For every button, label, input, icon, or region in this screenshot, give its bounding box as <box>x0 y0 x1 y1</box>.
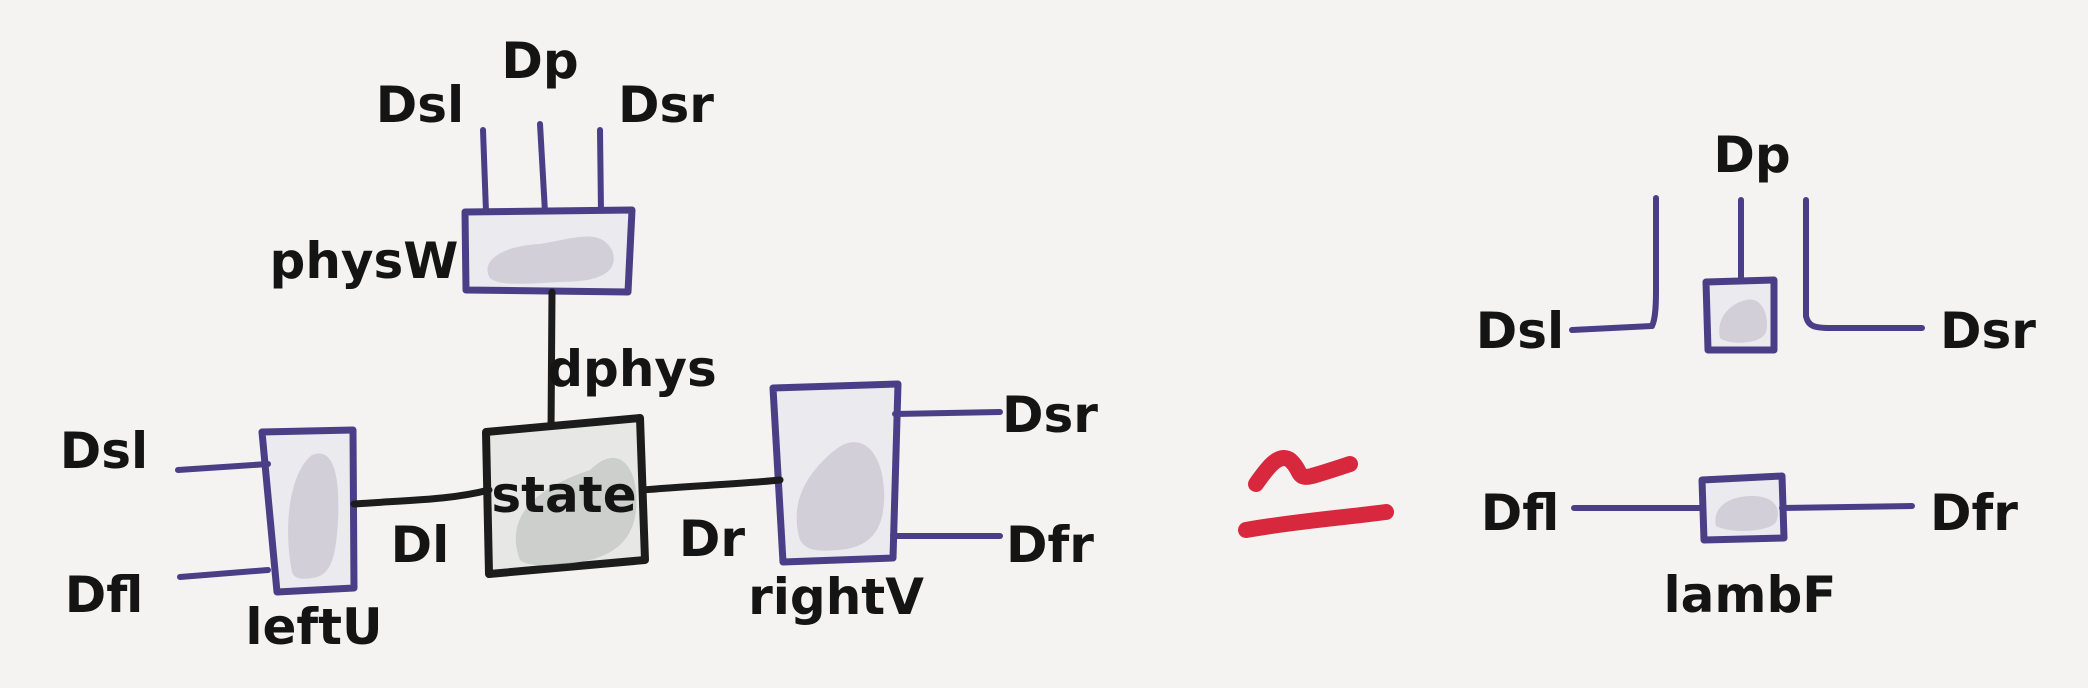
rhs-label-dfl: Dfl <box>1481 484 1560 542</box>
physW-port-label-dp: Dp <box>501 32 578 90</box>
leftU-box <box>258 426 358 596</box>
rhs-wire-dsl <box>1569 195 1659 333</box>
leftU-port-wire-dfl <box>177 567 271 580</box>
lambF-label: lambF <box>1664 566 1837 624</box>
rhs-label-dsr: Dsr <box>1940 302 2036 360</box>
rhs-wire-dfr <box>1779 503 1915 511</box>
leftU-port-label-dsl: Dsl <box>60 422 148 480</box>
wire-dr <box>638 476 784 494</box>
wire-label-dl: Dl <box>391 516 450 574</box>
wire-dl <box>350 486 493 508</box>
rightV-port-label-dsr: Dsr <box>1002 386 1098 444</box>
wire-dphys <box>547 288 556 436</box>
lambF-box <box>1698 472 1788 544</box>
physW-port-wire-dsl <box>480 127 489 215</box>
physW-label: physW <box>270 232 459 290</box>
wire-label-dr: Dr <box>679 510 746 568</box>
physW-port-label-dsr: Dsr <box>618 76 714 134</box>
leftU-port-label-dfl: Dfl <box>65 566 144 624</box>
rhs-label-dsl: Dsl <box>1476 302 1564 360</box>
state-label: state <box>491 466 636 524</box>
rightV-label: rightV <box>748 568 924 626</box>
rhs-dp-box <box>1702 276 1778 354</box>
physW-box <box>461 206 636 296</box>
approx-equal-symbol: ≃ <box>1238 450 1394 538</box>
rhs-wire-dsr <box>1803 197 1925 331</box>
rightV-port-label-dfr: Dfr <box>1006 516 1094 574</box>
physW-port-wire-dsr <box>597 127 604 215</box>
state-box <box>482 414 649 578</box>
rightV-port-wire-dsr <box>892 409 1003 417</box>
physW-port-wire-dp <box>537 121 548 215</box>
physW-port-label-dsl: Dsl <box>376 76 464 134</box>
rhs-label-dp: Dp <box>1713 126 1790 184</box>
rhs-label-dfr: Dfr <box>1930 484 2018 542</box>
wire-label-dphys: dphys <box>547 340 717 398</box>
leftU-label: leftU <box>245 598 382 656</box>
leftU-port-wire-dsl <box>175 461 271 473</box>
rightV-box <box>769 380 902 566</box>
